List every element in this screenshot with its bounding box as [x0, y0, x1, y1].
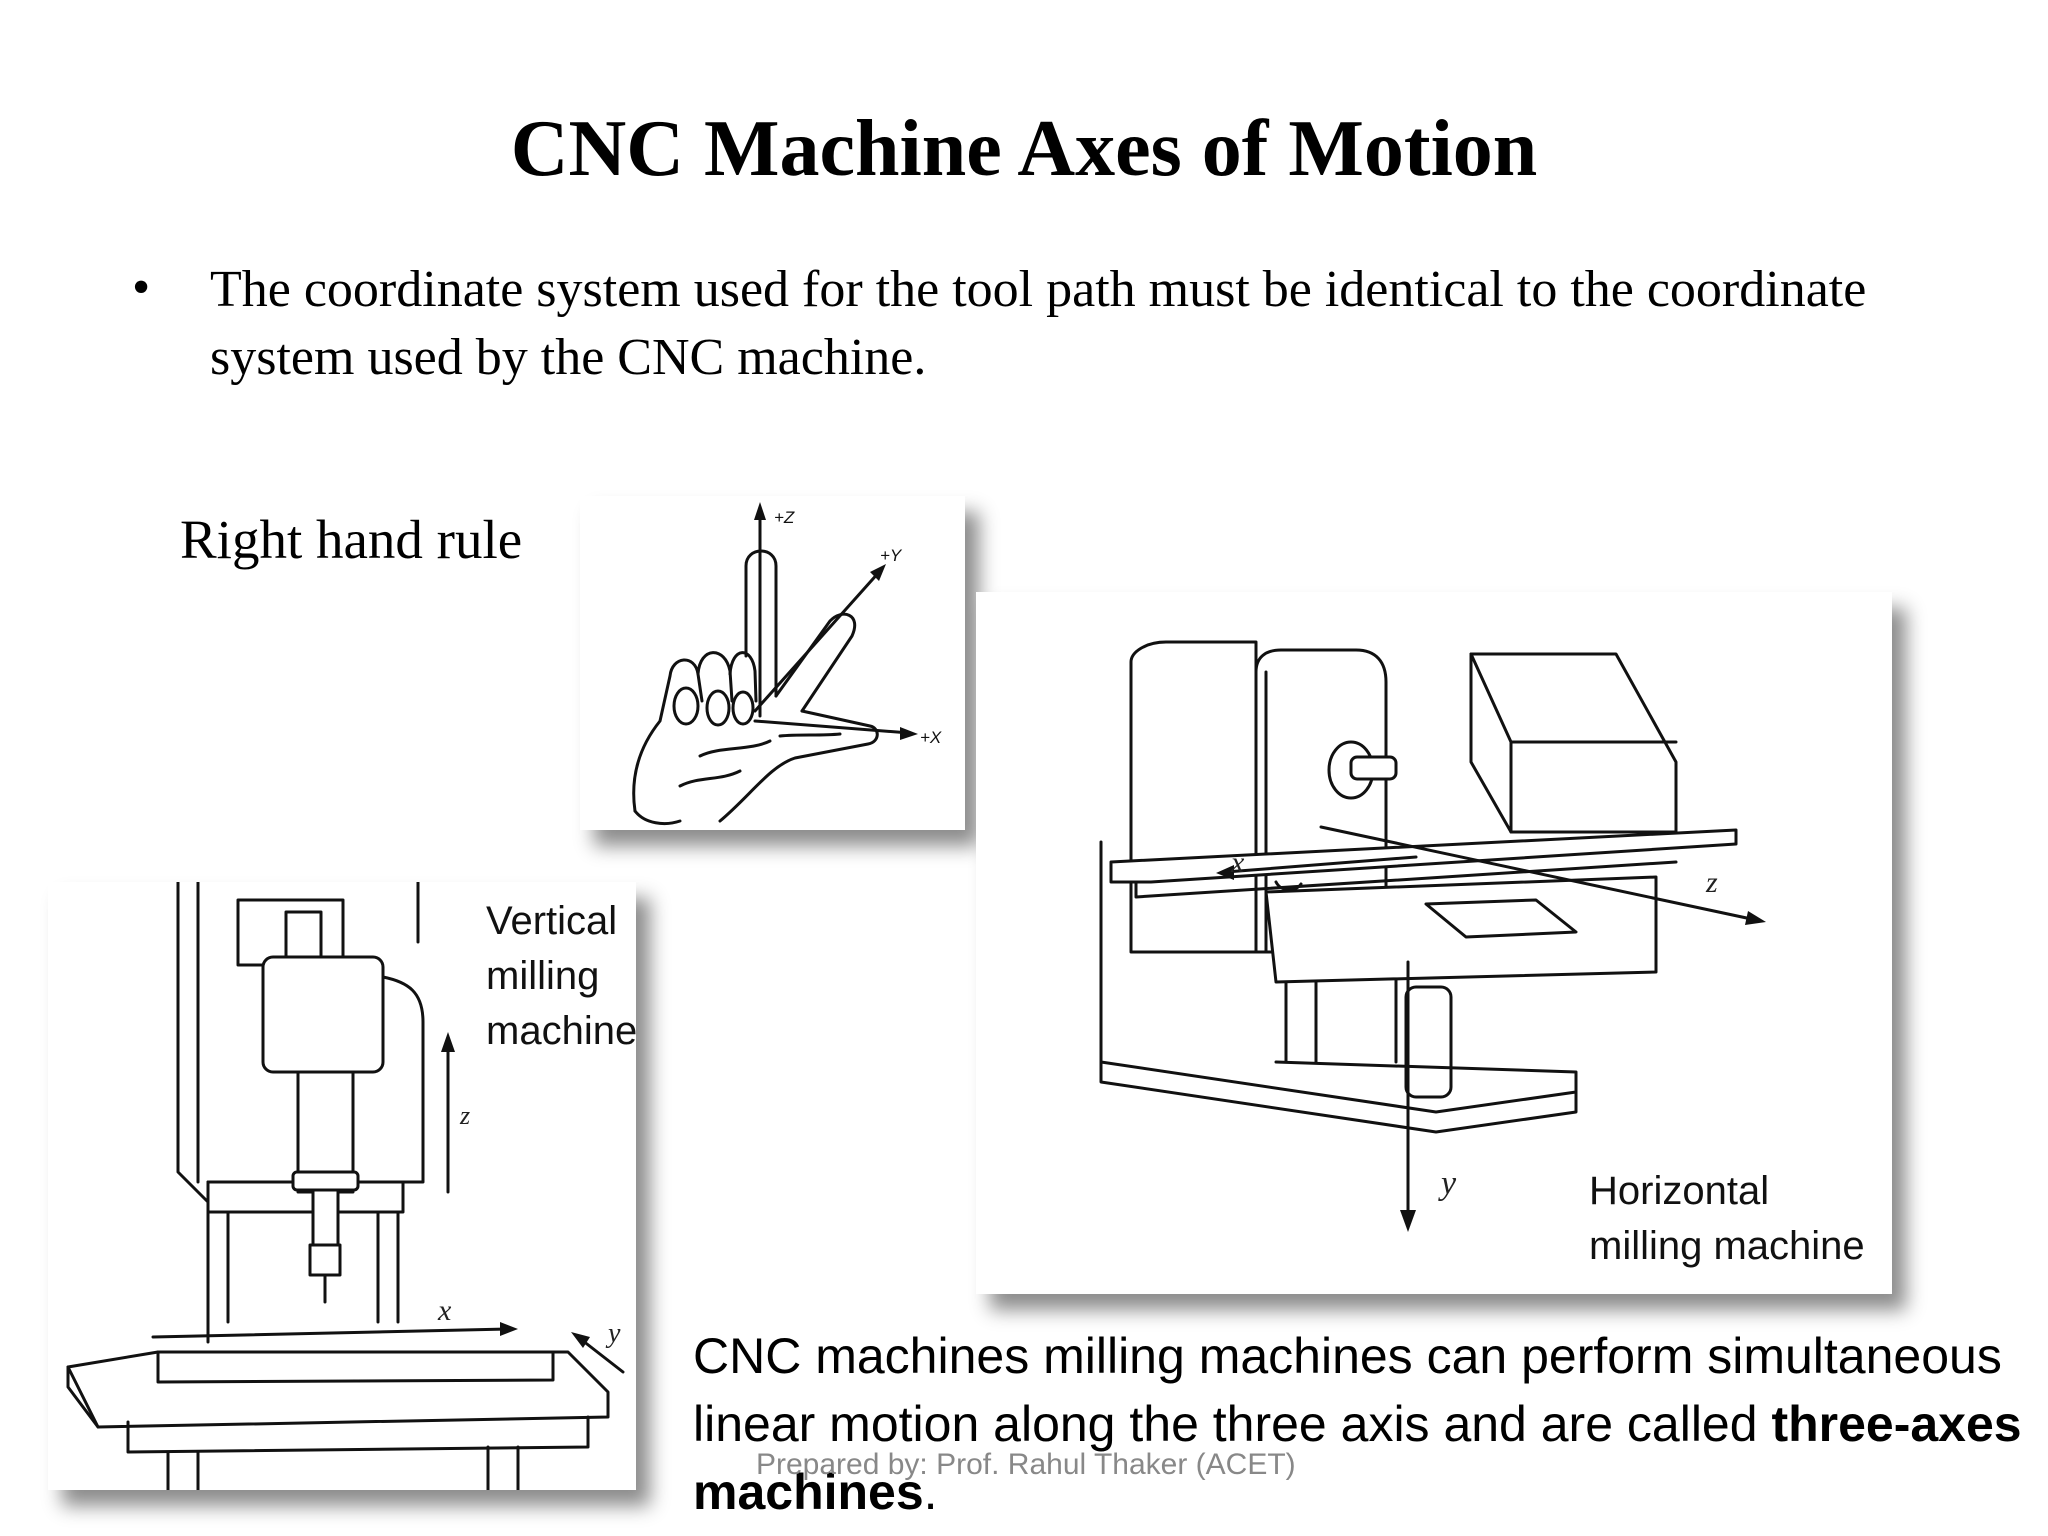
- plus-x-label: +X: [920, 728, 942, 747]
- vertical-milling-caption: Vertical milling machine: [486, 899, 638, 1053]
- bullet-marker: •: [132, 259, 151, 316]
- x-axis-label: x: [437, 1294, 452, 1327]
- z-axis-label: z: [459, 1101, 470, 1130]
- bullet-text: The coordinate system used for the tool …: [210, 261, 1867, 386]
- vertical-milling-figure: z x y Vertical milling machine: [48, 882, 637, 1490]
- summary-paragraph: CNC machines milling machines can perfor…: [693, 1322, 2033, 1526]
- horizontal-milling-caption: Horizontal milling machine: [1589, 1169, 1865, 1268]
- vertical-milling-illustration: z x y: [66, 882, 625, 1490]
- y-axis-label: y: [605, 1318, 621, 1349]
- horiz-y-axis-label: y: [1438, 1165, 1457, 1202]
- right-hand-illustration: +Z +Y +X: [632, 502, 942, 825]
- plus-y-label: +Y: [880, 546, 903, 565]
- right-hand-rule-label: Right hand rule: [180, 509, 523, 570]
- plus-z-label: +Z: [774, 508, 795, 527]
- summary-suffix: .: [923, 1464, 938, 1520]
- right-hand-rule-figure: +Z +Y +X: [580, 496, 965, 830]
- slide-footer: Prepared by: Prof. Rahul Thaker (ACET): [756, 1448, 1296, 1481]
- slide-title: CNC Machine Axes of Motion: [510, 105, 1538, 193]
- horiz-z-axis-label: z: [1705, 866, 1718, 899]
- summary-text: CNC machines milling machines can perfor…: [693, 1328, 2002, 1452]
- horiz-x-axis-label: x: [1230, 846, 1245, 879]
- summary-emphasis: three-axes machines: [693, 1396, 2022, 1520]
- horizontal-milling-figure: x z y Horizontal milling machine: [976, 592, 1892, 1294]
- horizontal-milling-illustration: x z y: [1099, 640, 1766, 1232]
